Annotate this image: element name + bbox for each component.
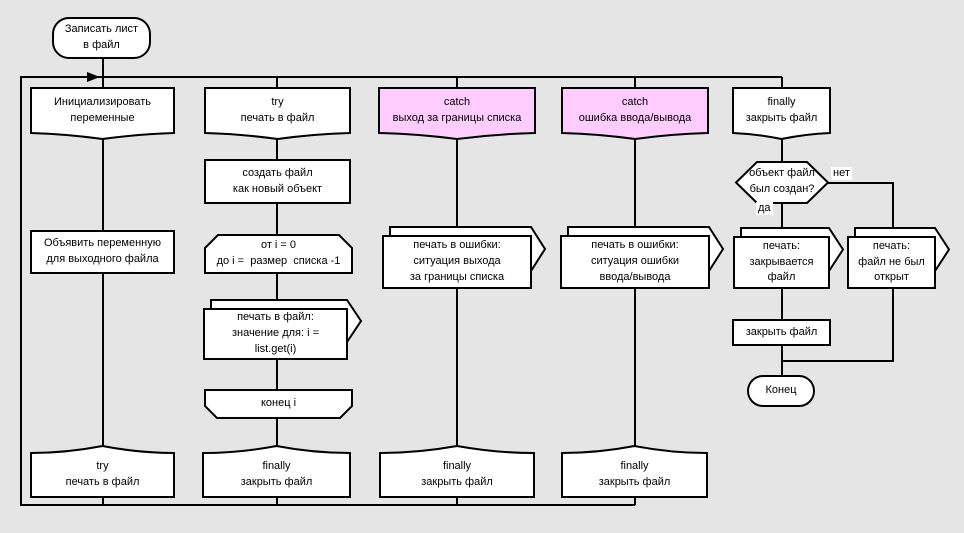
catch-bounds-shape xyxy=(378,87,536,141)
close-file-label: закрыть файл xyxy=(745,325,818,338)
init-vars-label: Инициализировать переменные xyxy=(53,95,152,124)
loop-start-shape xyxy=(204,234,353,274)
print-closing-label: печать: закрывается файл xyxy=(749,239,814,284)
try-main-end-label: try печать в файл xyxy=(65,460,140,488)
finally-io-label: finally закрыть файл xyxy=(598,460,671,488)
finally-close-shape xyxy=(732,87,831,141)
loop-start-label: от i = 0 до i = размер списка -1 xyxy=(216,239,341,267)
print-io-shape xyxy=(560,235,710,289)
branch-label-yes: да xyxy=(756,202,773,215)
create-file-shape xyxy=(204,159,351,204)
declare-var-label: Объявить переменную для выходного файла xyxy=(43,237,162,265)
print-io-label: печать в ошибки: ситуация ошибки ввода/в… xyxy=(590,239,680,283)
print-bounds-label: печать в ошибки: ситуация выхода за гран… xyxy=(409,239,505,283)
finally-bounds-label: finally закрыть файл xyxy=(421,460,493,488)
connector-outer-loop xyxy=(20,76,782,506)
file-created-decision-label: объект файл был создан? xyxy=(749,167,815,195)
print-value-label: печать в файл: значение для: i = list.ge… xyxy=(231,311,320,355)
start-terminal-label: Записать лист в файл xyxy=(64,23,139,51)
catch-io-label: catch ошибка ввода/вывода xyxy=(578,95,692,124)
finally-bounds-shape xyxy=(379,444,535,498)
create-file-label: создать файл как новый объект xyxy=(232,166,323,195)
print-bounds-shape xyxy=(382,235,532,289)
finally-print-label: finally закрыть файл xyxy=(240,460,313,488)
finally-print-shape xyxy=(202,444,351,498)
finally-io-shape xyxy=(561,444,708,498)
catch-io-shape xyxy=(561,87,709,141)
loop-end-label: конец i xyxy=(260,397,297,410)
declare-var-shape xyxy=(30,230,175,274)
end-terminal-label: Конец xyxy=(765,384,797,397)
try-print-shape xyxy=(204,87,351,141)
catch-bounds-label: catch выход за границы списка xyxy=(392,95,522,124)
print-not-opened-label: печать: файл не был открыт xyxy=(858,239,925,284)
start-terminal-shape xyxy=(52,17,151,59)
print-closing-shape xyxy=(733,236,830,289)
try-print-label: try печать в файл xyxy=(240,95,315,124)
finally-close-label: finally закрыть файл xyxy=(745,95,818,124)
print-value-shape xyxy=(203,308,348,360)
close-file-shape xyxy=(732,319,831,346)
init-vars-shape xyxy=(30,87,175,141)
flow-arrowhead-icon xyxy=(87,72,100,82)
loop-end-shape xyxy=(204,389,353,419)
try-main-end-shape xyxy=(30,444,175,498)
branch-label-no: нет xyxy=(831,167,852,180)
end-terminal-shape xyxy=(747,375,815,407)
print-not-opened-shape xyxy=(847,236,936,289)
